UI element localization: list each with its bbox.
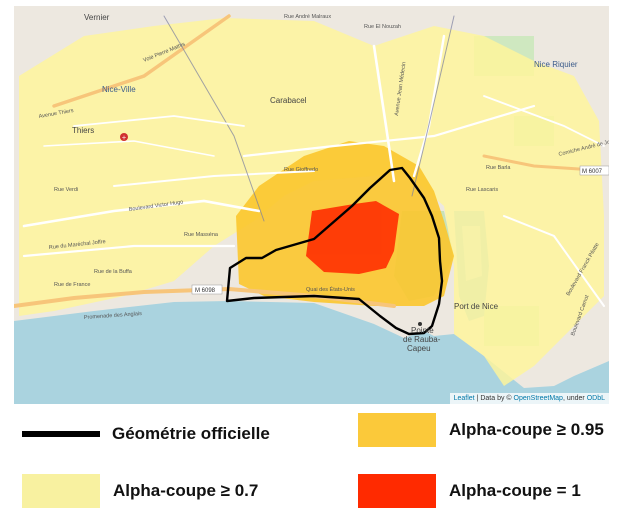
roads	[14, 14, 609, 308]
map-attribution: Leaflet | Data by © OpenStreetMap, under…	[449, 393, 609, 404]
street-label-promenade: Promenade des Anglais	[84, 311, 143, 321]
legend-label-alpha-07: Alpha-coupe ≥ 0.7	[113, 481, 259, 500]
attribution-text: , under	[562, 395, 587, 402]
road-shield	[191, 284, 223, 295]
street-label: Rue Masséna	[184, 232, 219, 238]
map-canvas[interactable]: Vernier Nice-Ville Thiers Carabacel Nice…	[14, 6, 609, 404]
osm-link[interactable]: OpenStreetMap	[513, 395, 563, 402]
place-label-de-rauba: de Rauba-	[403, 335, 441, 344]
legend-swatch-yellow	[22, 474, 100, 508]
street-label: Rue du Maréchal Joffre	[49, 239, 106, 251]
legend-swatch-red	[358, 474, 436, 508]
legend-line-black	[22, 431, 100, 437]
map[interactable]: Vernier Nice-Ville Thiers Carabacel Nice…	[14, 6, 609, 404]
street-label: Rue El Nouzah	[364, 24, 401, 30]
place-label-pointe: Pointe	[411, 326, 434, 335]
street-label-quai: Quai des États-Unis	[306, 286, 355, 293]
hospital-cross: +	[122, 135, 127, 142]
street-label: Rue André Malraux	[284, 14, 331, 20]
place-label-port-de-nice: Port de Nice	[454, 302, 499, 311]
street-label: Rue Lascaris	[466, 187, 498, 193]
attribution-text: | Data by ©	[474, 395, 514, 402]
street-label: Rue Barla	[486, 165, 511, 171]
place-label-carabacel: Carabacel	[270, 96, 307, 105]
road-tag-m6007: M 6007	[582, 169, 603, 175]
road-tag-m6098: M 6098	[195, 288, 216, 294]
leaflet-link[interactable]: Leaflet	[453, 395, 475, 402]
sea	[14, 301, 609, 404]
legend-alpha-095: Alpha-coupe ≥ 0.95	[358, 413, 604, 447]
alpha-07-zone	[19, 18, 604, 386]
road-shield	[579, 165, 609, 176]
legend-alpha-07: Alpha-coupe ≥ 0.7	[22, 474, 258, 508]
legend-label-alpha-095: Alpha-coupe ≥ 0.95	[449, 420, 604, 439]
official-geometry-outline	[225, 166, 444, 336]
street-label: Rue Gioffredo	[284, 167, 318, 173]
odbl-link[interactable]: ODbL	[586, 395, 605, 402]
point-marker-icon	[418, 322, 422, 326]
street-label: Rue de la Buffa	[94, 269, 133, 275]
street-label: Rue Verdi	[54, 187, 78, 193]
place-label-nice-riquier: Nice Riquier	[534, 60, 578, 69]
legend-label-alpha-1: Alpha-coupe = 1	[449, 481, 581, 500]
hospital-icon	[120, 133, 128, 141]
place-label-capeu: Capeu	[407, 344, 431, 353]
place-label-vernier: Vernier	[84, 13, 110, 22]
alpha-1-zone	[306, 201, 399, 274]
place-label-thiers: Thiers	[72, 126, 94, 135]
street-label: Rue de France	[54, 282, 90, 288]
legend-official-geometry: Géométrie officielle	[22, 424, 270, 444]
place-label-nice-ville: Nice-Ville	[102, 85, 136, 94]
legend-swatch-orange	[358, 413, 436, 447]
legend-alpha-1: Alpha-coupe = 1	[358, 474, 581, 508]
legend-label-official: Géométrie officielle	[112, 424, 270, 443]
